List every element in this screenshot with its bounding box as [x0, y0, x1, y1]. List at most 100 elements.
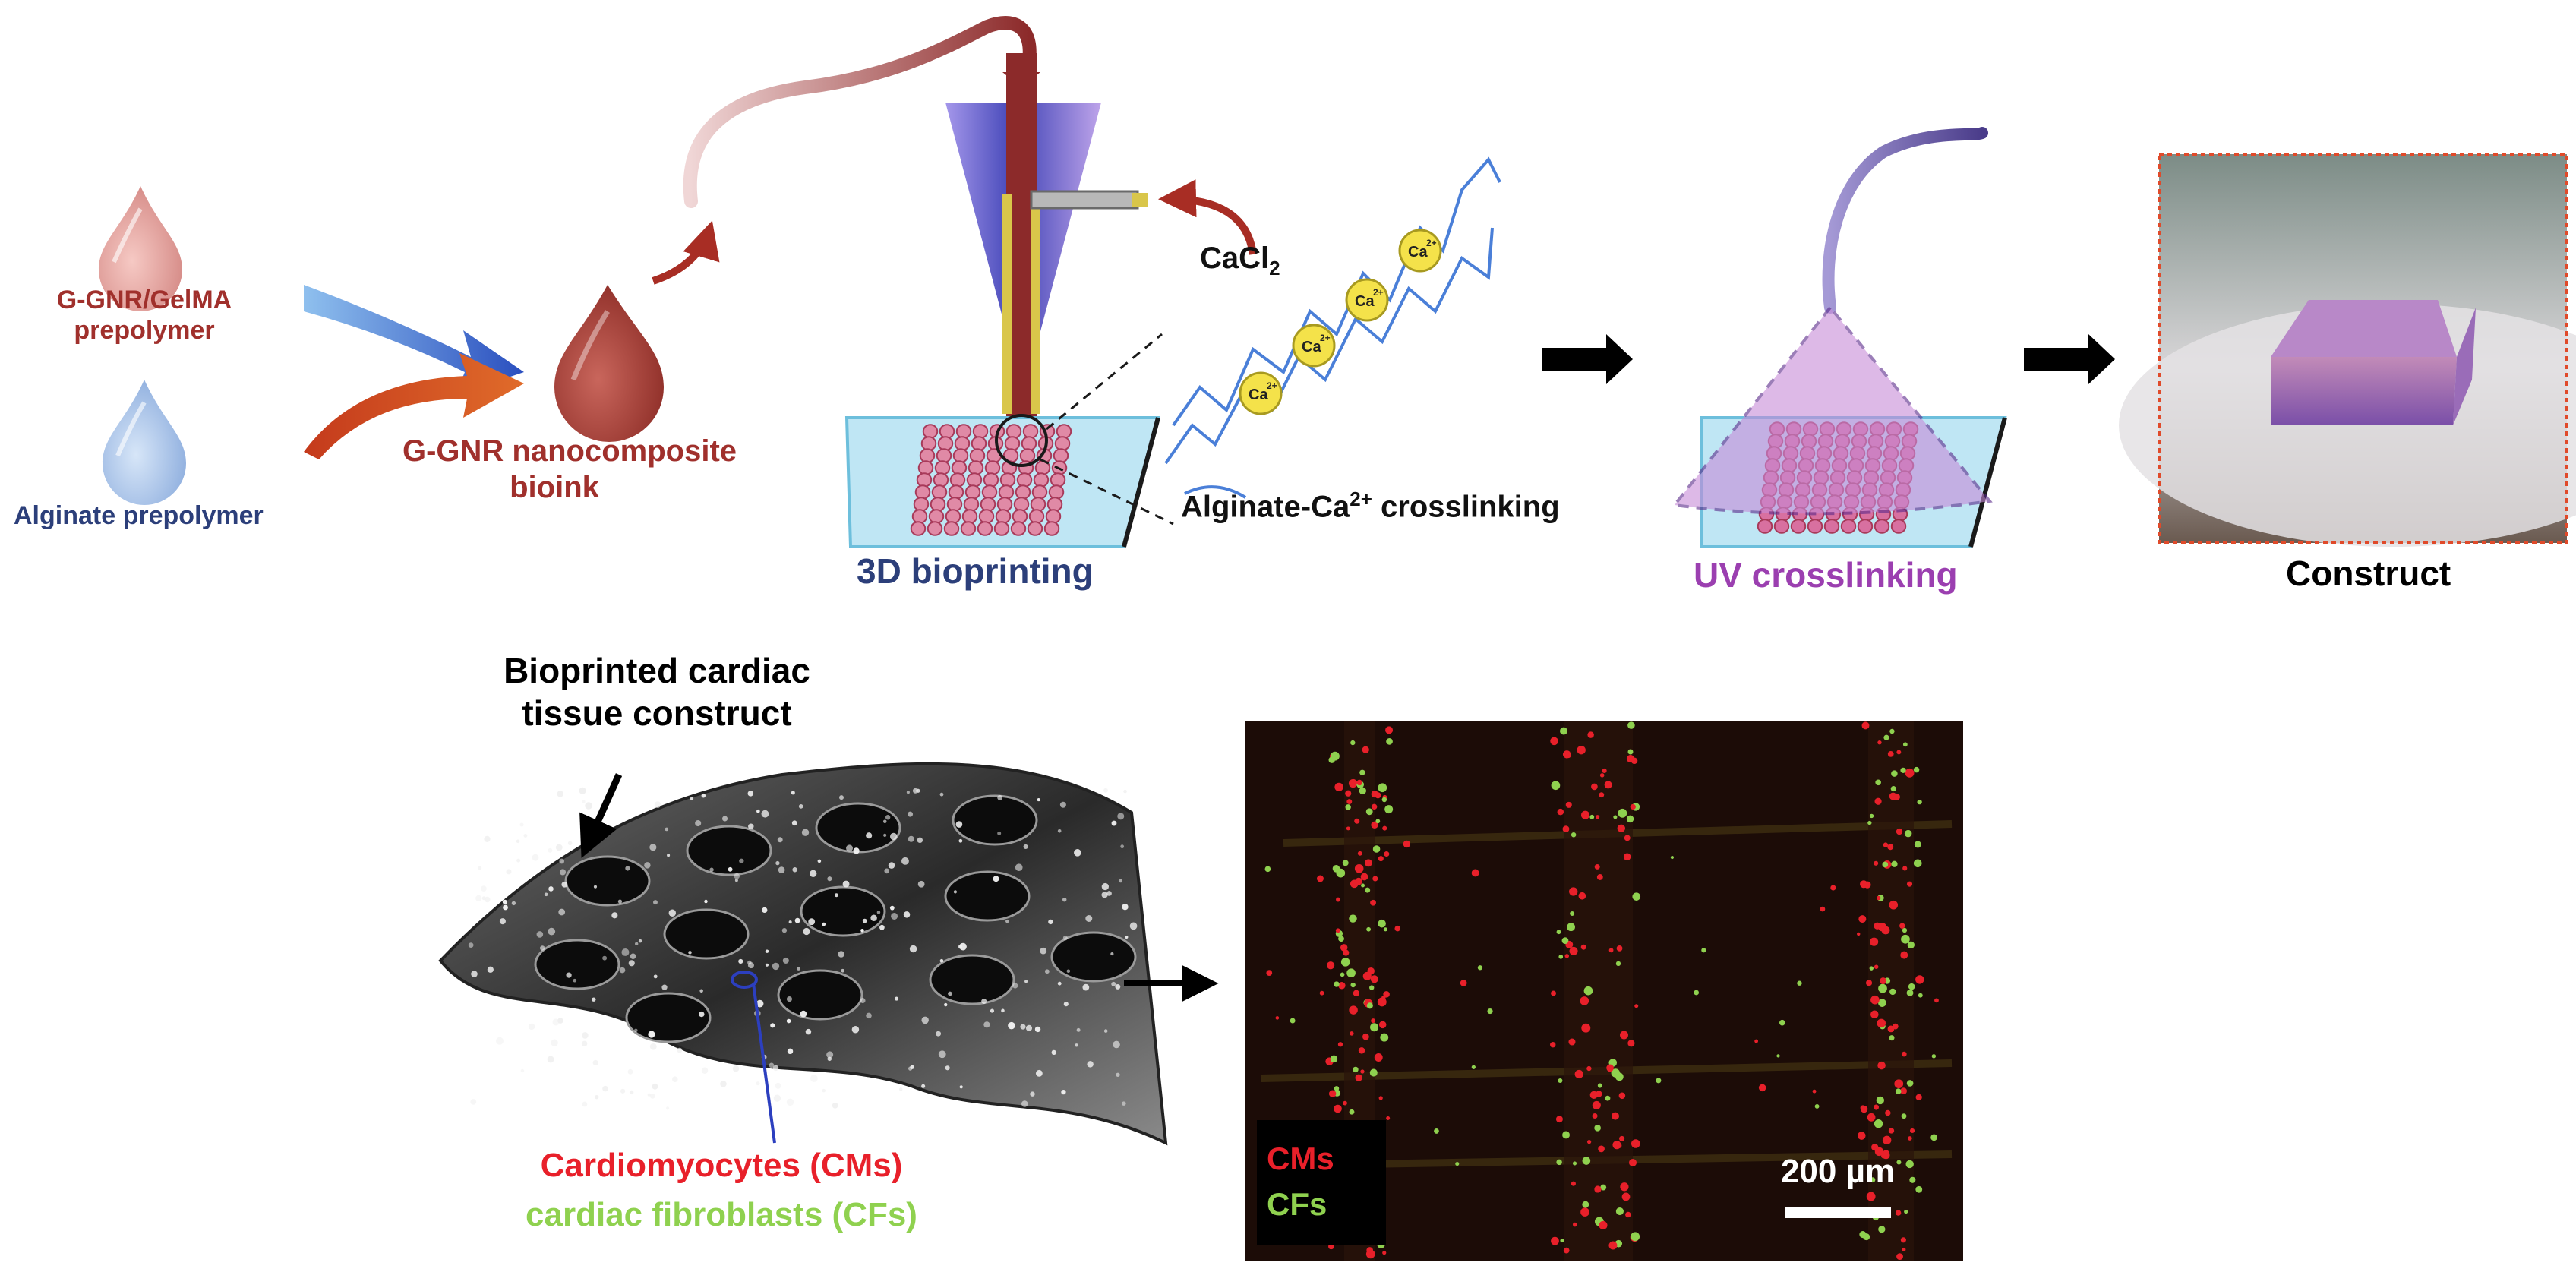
- lattice-ring: [1757, 519, 1773, 534]
- cm-cell-dot: [1915, 1094, 1922, 1100]
- cf-cell-dot: [1890, 786, 1896, 792]
- step-arrow-2: [2024, 334, 2115, 384]
- cf-cell-dot: [1386, 737, 1393, 745]
- cf-cell-dot: [1901, 934, 1910, 944]
- cm-cell-dot: [1596, 874, 1603, 880]
- cm-cell-dot: [1870, 1010, 1879, 1019]
- cm-cell-dot: [1858, 915, 1867, 923]
- tissue-speckle: [1061, 1090, 1066, 1095]
- cf-cell-dot: [1902, 742, 1908, 747]
- lattice-ring: [937, 436, 954, 451]
- cm-cell-dot: [1350, 1031, 1354, 1036]
- tissue-speckle: [906, 791, 910, 794]
- cm-cell-dot: [1343, 949, 1350, 956]
- cm-cell-dot: [1317, 875, 1324, 882]
- tissue-speckle: [955, 821, 963, 828]
- cm-cell-dot: [1595, 815, 1600, 819]
- tissue-speckle: [908, 1066, 913, 1071]
- cm-cell-dot: [1627, 1040, 1635, 1047]
- cf-cell-dot: [1378, 783, 1387, 793]
- tissue-speckle: [701, 793, 706, 798]
- cm-cell-dot: [1580, 810, 1590, 819]
- cf-cell-dot: [1876, 1096, 1884, 1105]
- ion-text: Ca: [1302, 339, 1321, 355]
- tissue-speckle: [770, 1023, 775, 1028]
- cm-cell-dot: [1883, 842, 1889, 847]
- cf-cell-dot: [1701, 948, 1706, 953]
- tissue-speckle: [921, 1084, 926, 1088]
- cf-cell-dot: [1366, 1002, 1373, 1009]
- tissue-speckle: [732, 1065, 740, 1072]
- cm-cell-dot: [1878, 923, 1887, 932]
- tissue-speckle: [471, 971, 478, 977]
- tissue-pit: [815, 802, 901, 854]
- cf-cell-dot: [1350, 982, 1356, 988]
- tissue-speckle: [1048, 919, 1053, 925]
- tissue-speckle: [627, 1068, 633, 1075]
- tissue-speckle: [592, 1059, 598, 1065]
- cm-cell-dot: [1887, 844, 1894, 851]
- lattice-ring: [1046, 497, 1063, 512]
- tissue-speckle: [704, 899, 708, 904]
- tissue-speckle: [557, 1018, 564, 1024]
- tissue-speckle: [827, 876, 832, 882]
- lattice-ring: [980, 497, 996, 512]
- tissue-speckle: [1120, 844, 1125, 849]
- cm-cell-dot: [1327, 961, 1335, 970]
- legend-cms: CMs: [1267, 1141, 1334, 1176]
- lattice-ring: [1840, 519, 1857, 534]
- cm-cell-dot: [1902, 1247, 1906, 1252]
- cm-cell-dot: [1866, 1192, 1876, 1201]
- cf-cell-dot: [1349, 1109, 1355, 1115]
- tissue-construct-label: Bioprinted cardiac tissue construct: [456, 649, 858, 734]
- tissue-speckle: [1012, 983, 1018, 989]
- calcium-ion-icon: Ca2+: [1345, 278, 1389, 322]
- cf-cell-dot: [1375, 819, 1381, 824]
- cm-cell-dot: [1370, 899, 1376, 906]
- cf-cell-dot: [1908, 983, 1915, 990]
- tissue-speckle: [917, 880, 925, 888]
- cm-cell-dot: [1403, 840, 1411, 848]
- cm-cell-dot: [1896, 750, 1902, 755]
- tissue-speckle: [883, 833, 887, 837]
- cf-cell-dot: [1882, 861, 1889, 868]
- cacl2-main: CaCl: [1200, 241, 1270, 275]
- tissue-speckle: [1024, 980, 1028, 983]
- tissue-speckle: [1035, 1069, 1043, 1077]
- lattice-ring: [910, 521, 927, 536]
- fluo-column: [1564, 721, 1633, 1261]
- cf-cell-dot: [1867, 820, 1872, 825]
- tissue-speckle: [649, 1043, 657, 1050]
- tissue-speckle: [901, 857, 909, 865]
- ion-text: Ca: [1355, 293, 1375, 310]
- cf-cell-dot: [1869, 966, 1874, 971]
- cf-cell-dot: [1342, 860, 1349, 866]
- cm-cell-dot: [1381, 995, 1386, 1000]
- cm-cell-dot: [1569, 887, 1578, 896]
- legend-box: [1257, 1120, 1386, 1245]
- zoom-dashed-line-1: [1046, 333, 1163, 431]
- tissue-pit: [800, 885, 886, 937]
- tissue-speckle: [728, 866, 733, 872]
- tissue-speckle: [1103, 788, 1108, 793]
- cm-cell-dot: [1394, 925, 1400, 932]
- tissue-speckle: [1025, 1024, 1033, 1031]
- lattice-ring: [1004, 436, 1021, 451]
- tissue-speckle: [558, 908, 566, 916]
- cm-cell-dot: [1896, 828, 1903, 835]
- tissue-speckle: [775, 860, 780, 866]
- tissue-speckle: [948, 991, 952, 996]
- zoom-dashed-line-2: [1040, 458, 1174, 526]
- cf-cell-dot: [1583, 986, 1593, 996]
- tissue-speckle: [485, 896, 491, 903]
- tissue-speckle: [772, 962, 780, 971]
- tissue-speckle: [762, 907, 768, 914]
- cm-cell-dot: [1338, 982, 1346, 990]
- cm-cell-dot: [1345, 790, 1352, 797]
- cf-cell-dot: [1605, 1095, 1611, 1101]
- cm-cell-dot: [1346, 799, 1353, 805]
- ion-sup-text: 2+: [1267, 380, 1277, 391]
- tissue-speckle: [667, 854, 671, 857]
- lattice-ring: [936, 448, 952, 463]
